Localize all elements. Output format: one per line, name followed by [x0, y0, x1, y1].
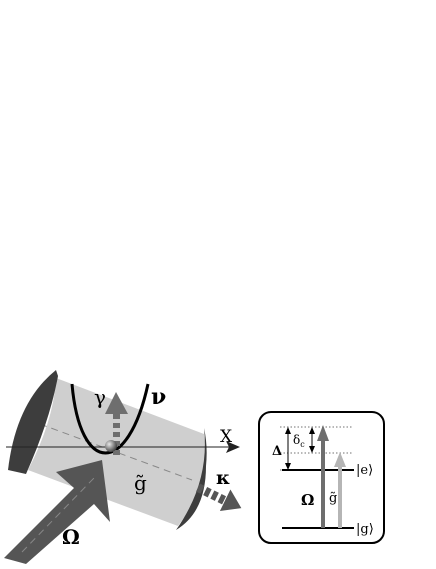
level-omega-label: Ω	[301, 491, 314, 509]
kappa-label: κ	[216, 467, 230, 489]
gamma-decay-arrow	[105, 392, 128, 455]
omega-transition-arrow	[317, 425, 329, 441]
left-mirror	[8, 370, 58, 474]
ground-state-label: |g⟩	[356, 522, 374, 537]
level-g-tilde-label: g̃	[329, 491, 337, 506]
nu-label: ν	[151, 384, 166, 410]
level-scheme: |e⟩ |g⟩ Ω g̃ Δ δc	[258, 411, 385, 544]
cavity-axis	[39, 423, 193, 481]
x-axis-arrowhead	[226, 441, 240, 453]
omega-pump-arrow	[4, 460, 110, 564]
delta-c-label: δc	[293, 433, 305, 449]
g-tilde-label: g̃	[134, 471, 147, 495]
kappa-loss-arrow	[196, 483, 242, 512]
excited-state-label: |e⟩	[356, 463, 373, 478]
trap-potential-curve	[70, 383, 150, 455]
x-axis-label: X	[220, 427, 233, 447]
g-tilde-transition-arrow	[334, 452, 346, 467]
cavity-setup: X γ ν g̃ κ Ω	[4, 370, 242, 564]
right-mirror	[176, 428, 207, 530]
omega-label: Ω	[62, 525, 80, 549]
gamma-label: γ	[94, 385, 106, 409]
atom	[105, 440, 117, 452]
delta-label: Δ	[272, 444, 282, 459]
